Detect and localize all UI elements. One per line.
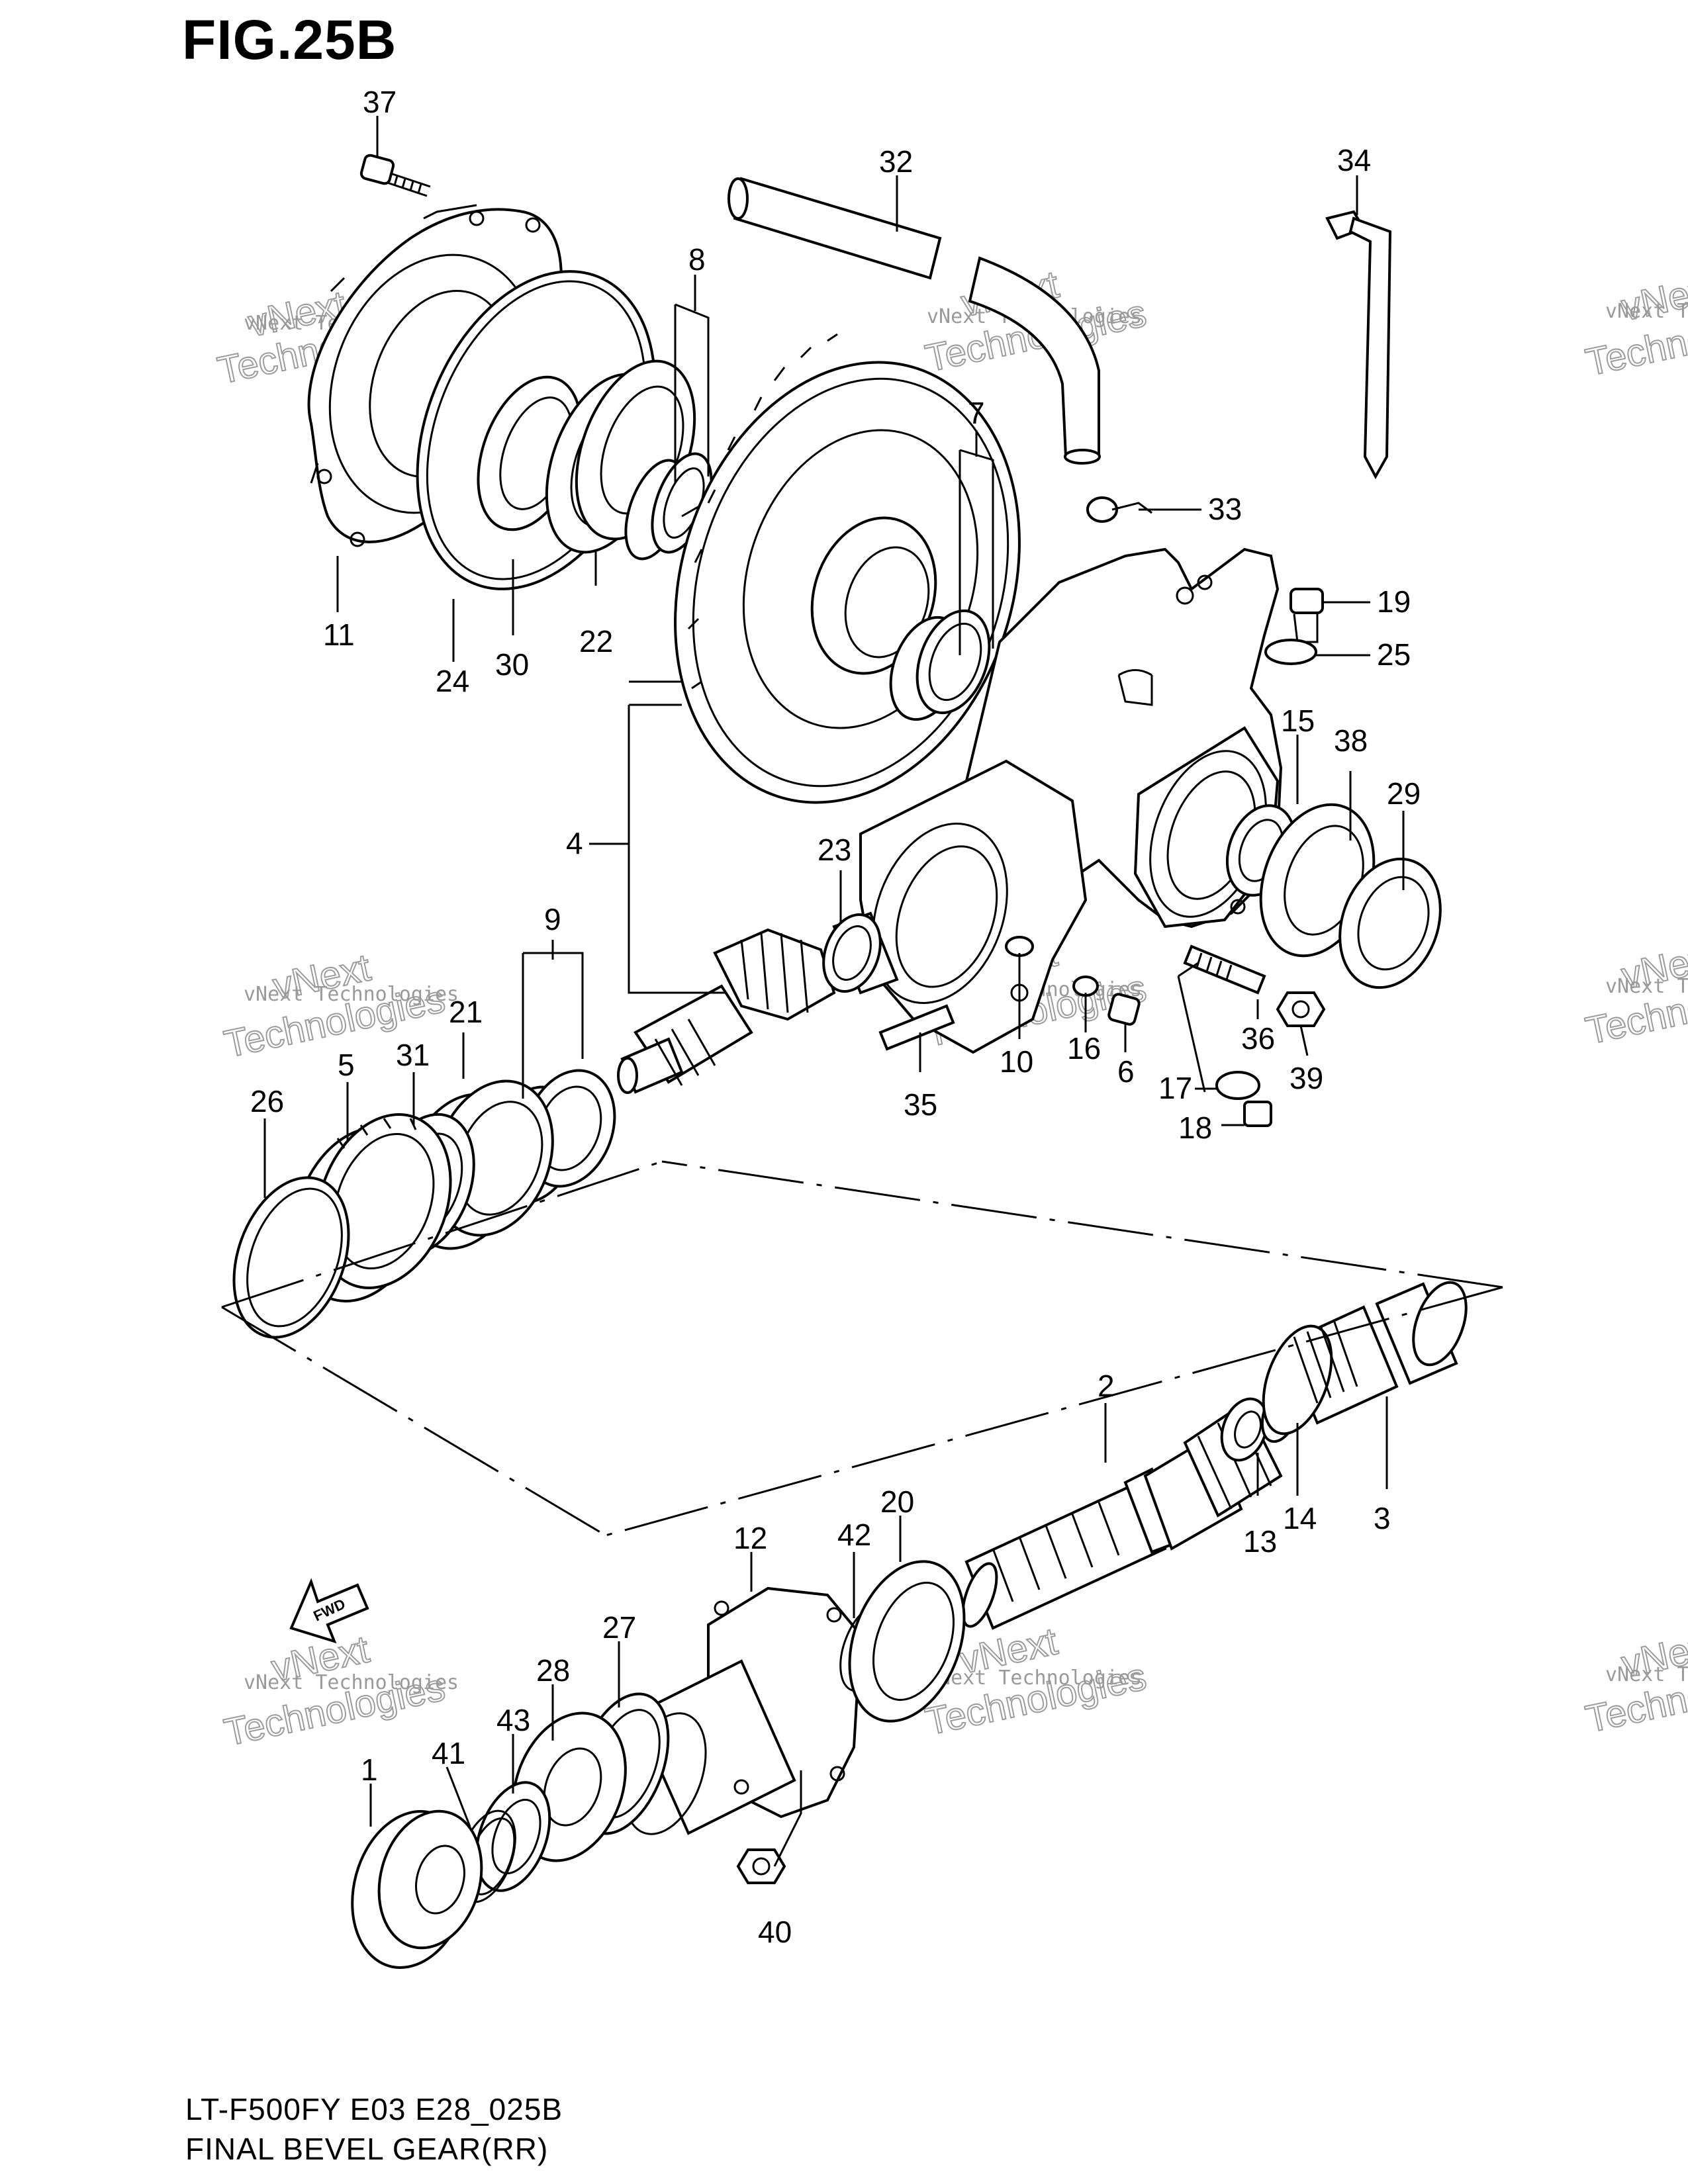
callout-3: 3 — [1374, 1501, 1391, 1535]
leader-lines — [263, 116, 1405, 1867]
callout-41: 41 — [432, 1736, 465, 1770]
part-bolt-6 — [1107, 993, 1141, 1026]
part-stud-35 — [878, 1004, 955, 1051]
part-washer-17 — [1215, 1071, 1260, 1100]
callout-labels: 37 32 34 8 7 33 19 25 11 24 30 22 15 38 … — [250, 85, 1421, 1949]
callout-28: 28 — [536, 1653, 570, 1688]
part-housing — [859, 547, 1283, 1054]
callout-27: 27 — [602, 1610, 636, 1645]
callout-14: 14 — [1283, 1501, 1317, 1535]
callout-7: 7 — [968, 396, 985, 430]
watermark-text: vNext Technologies — [1605, 1663, 1688, 1686]
callout-24: 24 — [436, 664, 469, 698]
part-washer-25 — [1264, 639, 1317, 665]
part-nut-40 — [736, 1848, 786, 1884]
watermark-text: vNext Technologies — [244, 983, 459, 1006]
callout-29: 29 — [1387, 776, 1421, 811]
callout-8: 8 — [688, 242, 706, 277]
part-hose-32 — [727, 177, 1101, 465]
callout-40: 40 — [758, 1915, 792, 1949]
watermark-text: vNext Technologies — [927, 1666, 1142, 1690]
part-nut-39 — [1276, 991, 1326, 1027]
part-washer-16 — [1072, 976, 1099, 997]
callout-15: 15 — [1281, 704, 1315, 738]
watermark-text: vNext Technologies — [1605, 300, 1688, 323]
callout-23: 23 — [818, 833, 851, 867]
part-shim-8 — [624, 452, 713, 561]
watermark-text: vNext Technologies — [244, 1671, 459, 1694]
callout-38: 38 — [1334, 723, 1368, 758]
part-bolt-19 — [1289, 588, 1324, 643]
callout-43: 43 — [496, 1703, 530, 1737]
callout-9: 9 — [544, 902, 561, 936]
callout-16: 16 — [1067, 1031, 1101, 1066]
part-shim-7 — [889, 609, 991, 721]
callout-12: 12 — [733, 1521, 767, 1555]
callout-30: 30 — [495, 647, 529, 682]
callout-31: 31 — [396, 1038, 430, 1072]
callout-20: 20 — [880, 1484, 914, 1519]
callout-11: 11 — [323, 617, 355, 652]
callout-34: 34 — [1337, 143, 1371, 177]
part-seal-29 — [1338, 857, 1442, 989]
callout-32: 32 — [879, 144, 913, 179]
assembly-outline — [221, 680, 1503, 1537]
part-boot-1 — [351, 1809, 483, 1969]
callout-36: 36 — [1241, 1021, 1275, 1056]
callout-42: 42 — [837, 1518, 871, 1552]
callout-37: 37 — [363, 85, 397, 119]
fwd-arrow-icon: FWD — [289, 1578, 369, 1644]
part-ring-43 — [475, 1781, 551, 1892]
part-stud-36 — [1183, 944, 1266, 995]
part-bearing-20 — [848, 1560, 966, 1723]
figure-title: FIG.25B — [182, 9, 397, 71]
callout-33: 33 — [1208, 492, 1242, 526]
callout-4: 4 — [566, 826, 583, 860]
part-bolt-37 — [359, 154, 431, 197]
callout-17: 17 — [1158, 1071, 1192, 1105]
part-coupling-3 — [1262, 1281, 1468, 1435]
section-name: FINAL BEVEL GEAR(RR) — [185, 2132, 549, 2166]
part-plug-18 — [1243, 1101, 1272, 1127]
callout-2: 2 — [1098, 1369, 1115, 1403]
callout-26: 26 — [250, 1084, 284, 1118]
callout-10: 10 — [1000, 1044, 1033, 1079]
callout-5: 5 — [338, 1048, 355, 1082]
callout-6: 6 — [1117, 1054, 1135, 1089]
callout-39: 39 — [1289, 1061, 1323, 1095]
part-needle-bearing-23 — [822, 911, 899, 995]
callout-21: 21 — [449, 995, 483, 1029]
callout-25: 25 — [1377, 637, 1411, 672]
part-case-12 — [624, 1586, 863, 1835]
part-ring-26 — [232, 1176, 350, 1339]
part-bevel-gear-4 — [617, 333, 1021, 1094]
callout-13: 13 — [1243, 1524, 1277, 1559]
callout-18: 18 — [1178, 1111, 1212, 1145]
callout-1: 1 — [361, 1752, 378, 1787]
callout-22: 22 — [579, 624, 613, 659]
callout-19: 19 — [1377, 584, 1411, 619]
model-code: LT-F500FY E03 E28_025B — [185, 2092, 563, 2126]
watermark-text: vNext Technologies — [1605, 975, 1688, 998]
part-dipstick-34 — [1325, 210, 1392, 480]
part-dowel-10 — [1005, 936, 1034, 957]
callout-35: 35 — [904, 1087, 937, 1122]
